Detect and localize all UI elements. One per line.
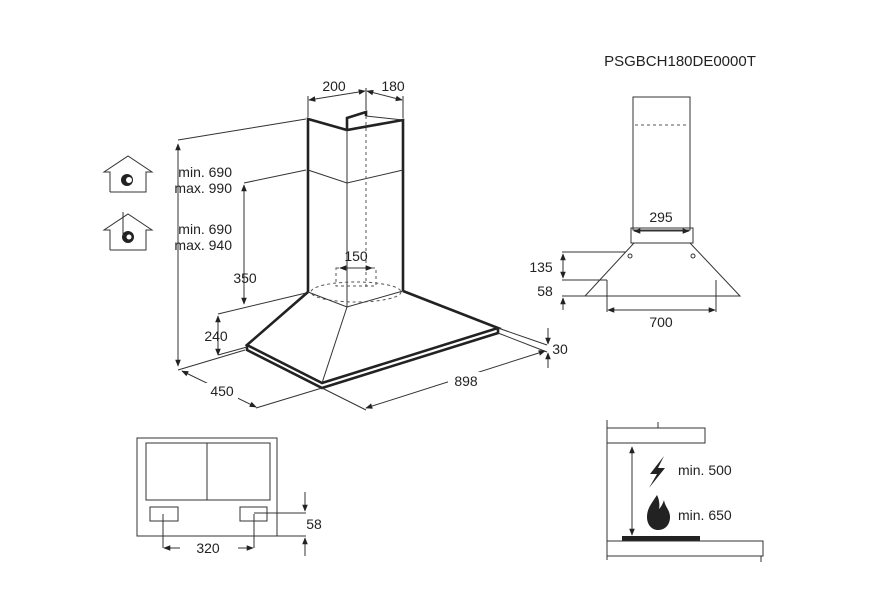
chimney-outline xyxy=(306,117,405,292)
extraction-house-icon xyxy=(102,155,154,193)
dim-58: 58 xyxy=(537,283,553,299)
hob xyxy=(622,536,700,541)
flame-icon xyxy=(647,495,670,530)
model-code: PSGBCH180DE0000T xyxy=(604,53,756,70)
bottom-view: 320 58 xyxy=(136,437,322,556)
front-view: 295 700 135 58 xyxy=(529,96,742,330)
dim-light-offset: 58 xyxy=(306,516,322,532)
dim-240: 240 xyxy=(204,328,228,344)
extraction-min: min. 690 xyxy=(178,164,232,180)
lightning-icon xyxy=(649,456,665,488)
recirculation-min: min. 690 xyxy=(178,221,232,237)
dim-chimney-width: 200 xyxy=(322,78,346,94)
dim-chimney-depth: 180 xyxy=(381,78,405,94)
recirculation-max: max. 940 xyxy=(174,237,232,253)
dim-outlet: 150 xyxy=(344,248,368,264)
recirculation-house-icon xyxy=(102,212,154,251)
dim-light-spacing: 320 xyxy=(196,540,220,556)
extraction-max: max. 990 xyxy=(174,180,232,196)
clearance-gas: min. 650 xyxy=(678,507,732,523)
light-left xyxy=(149,506,179,522)
dim-depth: 450 xyxy=(210,383,234,399)
dim-bracket-spacing: 700 xyxy=(649,314,673,330)
dim-135: 135 xyxy=(529,259,553,275)
dim-width: 898 xyxy=(454,373,478,389)
isometric-hood-view: 200 180 150 350 240 450 898 30 xyxy=(102,78,568,411)
dim-collar: 295 xyxy=(649,209,673,225)
dim-350: 350 xyxy=(233,270,257,286)
dim-canopy-edge: 30 xyxy=(552,341,568,357)
clearance-electric: min. 500 xyxy=(678,462,732,478)
clearance-view: min. 500 min. 650 xyxy=(606,420,764,562)
